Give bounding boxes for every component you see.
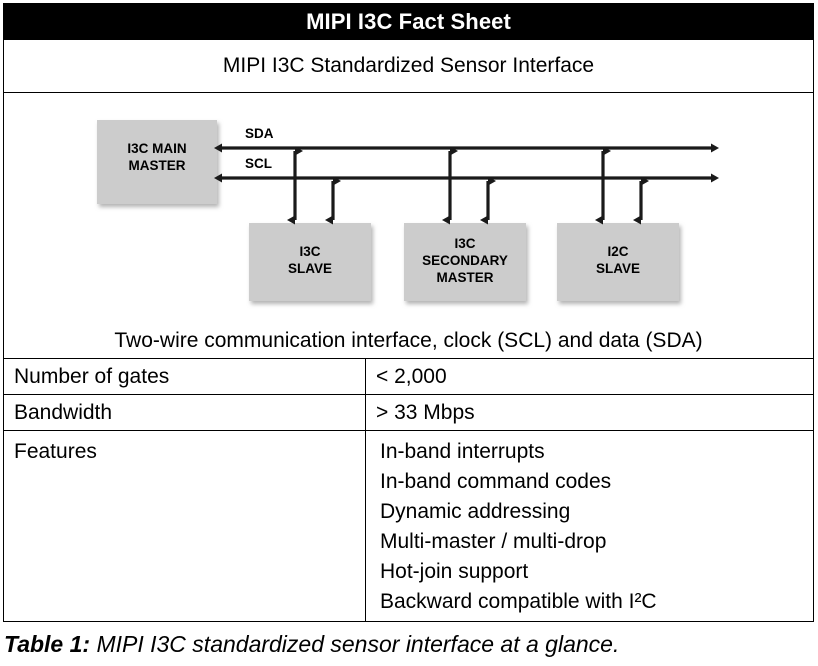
row-label-bandwidth: Bandwidth: [14, 401, 113, 424]
header-cell: MIPI I3C Fact Sheet: [3, 3, 814, 40]
table-row: Number of gates < 2,000: [3, 358, 814, 395]
row-label-cell-features: Features: [3, 430, 366, 622]
row-value-cell-bandwidth: > 33 Mbps: [365, 394, 814, 431]
list-item: In-band command codes: [380, 470, 612, 493]
table-caption-text: MIPI I3C standardized sensor interface a…: [90, 631, 620, 657]
list-item: Dynamic addressing: [380, 500, 571, 523]
page-title: MIPI I3C Fact Sheet: [306, 9, 511, 34]
features-list: In-band interrupts In-band command codes…: [366, 431, 813, 621]
diagram-row: SDA SCL I3C MAIN MASTER I3C SLAVE I3C SE…: [3, 92, 814, 359]
row-label-cell-number-of-gates: Number of gates: [3, 358, 366, 395]
bus-label-sda: SDA: [245, 126, 274, 141]
list-item: Multi-master / multi-drop: [380, 530, 607, 553]
node-box-main-master: [97, 120, 217, 204]
bus-label-scl: SCL: [245, 156, 272, 171]
row-value-cell-number-of-gates: < 2,000: [365, 358, 814, 395]
table-caption: Table 1: MIPI I3C standardized sensor in…: [4, 628, 814, 660]
row-value-number-of-gates: < 2,000: [376, 365, 447, 388]
list-item: In-band interrupts: [380, 440, 545, 463]
subtitle-text: MIPI I3C Standardized Sensor Interface: [222, 54, 595, 77]
table-row: Bandwidth > 33 Mbps: [3, 394, 814, 431]
bus-topology-diagram: SDA SCL I3C MAIN MASTER I3C SLAVE I3C SE…: [4, 93, 813, 358]
diagram-cell: SDA SCL I3C MAIN MASTER I3C SLAVE I3C SE…: [3, 92, 814, 359]
fact-sheet-table: MIPI I3C Fact Sheet MIPI I3C Standardize…: [3, 3, 814, 622]
node-box-i3c-slave: [249, 223, 371, 301]
table-caption-prefix: Table 1:: [4, 631, 91, 657]
row-value-bandwidth: > 33 Mbps: [376, 401, 475, 424]
row-label-cell-bandwidth: Bandwidth: [3, 394, 366, 431]
subtitle-cell: MIPI I3C Standardized Sensor Interface: [3, 39, 814, 93]
table-header-row: MIPI I3C Fact Sheet: [3, 3, 814, 40]
node-box-i3c-secondary-master: [404, 223, 526, 301]
row-value-cell-features: In-band interrupts In-band command codes…: [365, 430, 814, 622]
list-item: Hot-join support: [380, 560, 529, 583]
node-box-i2c-slave: [557, 223, 679, 301]
list-item: Backward compatible with I²C: [380, 590, 657, 613]
diagram-caption: Two-wire communication interface, clock …: [114, 329, 703, 352]
diagram-graphics: [97, 120, 719, 301]
subtitle-row: MIPI I3C Standardized Sensor Interface: [3, 39, 814, 93]
table-row: Features In-band interrupts In-band comm…: [3, 430, 814, 622]
row-label-number-of-gates: Number of gates: [14, 365, 170, 388]
row-label-features: Features: [14, 440, 97, 463]
